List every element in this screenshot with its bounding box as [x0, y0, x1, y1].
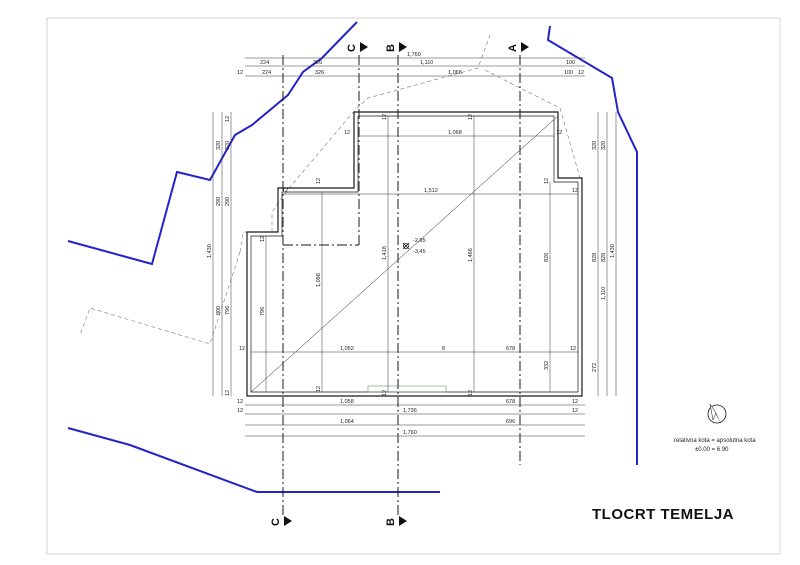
dim-v1098-12a: 12: [316, 178, 322, 184]
dim-top1-d: 100: [566, 60, 575, 66]
axis-lines: [282, 55, 521, 516]
dim-bot3-a: 1,064: [340, 419, 354, 425]
dim-left-outer: 1,430: [207, 244, 213, 258]
dim-bot1-c: 678: [506, 399, 515, 405]
axis-markers: [284, 42, 529, 526]
level-bottom: -3,45: [413, 249, 426, 255]
dim-v332: 332: [544, 361, 550, 370]
dim-left-c-12: 12: [260, 236, 266, 242]
axis-marker-b-top: [399, 42, 407, 52]
dim-v1466-12a: 12: [468, 114, 474, 120]
dim-right-a-2: 828: [592, 253, 598, 262]
dim-left-12-top: 12: [225, 116, 231, 122]
diagonal-line: [250, 115, 559, 393]
note-line-2: ±0.00 = 6.90: [695, 447, 729, 453]
dim-row-a: 1,052: [340, 346, 354, 352]
boundary-left: [67, 21, 358, 266]
axis-label-c-top: C: [346, 44, 358, 52]
dim-top1-a: 224: [260, 60, 269, 66]
foundation-outline: [246, 111, 583, 397]
dim-row-12a: 12: [239, 346, 245, 352]
dim-v1418-12b: 12: [382, 390, 388, 396]
dim-right-b-3: 1,110: [601, 287, 607, 300]
dim-inner-mid-12b: 12: [572, 188, 578, 194]
dim-inner-top-12a: 12: [344, 130, 350, 136]
dashed-outline-west: [79, 251, 241, 345]
dim-row-b: 8: [442, 346, 445, 352]
dim-top2-c: 326: [315, 70, 324, 76]
dim-bot4: 1,760: [403, 430, 417, 436]
boundary-right: [546, 25, 638, 465]
dim-right-a-1: 320: [592, 141, 598, 150]
dim-inner-top: 1,068: [448, 130, 462, 136]
dim-top-total: 1,760: [407, 52, 421, 58]
dim-top1-c: 1,110: [420, 60, 433, 66]
dimension-lines: [212, 57, 617, 437]
dim-inner-mid: 1,512: [424, 188, 438, 194]
dim-left-b-2: 290: [225, 197, 231, 206]
note-line-1: relativna kota = apsolutna kota: [674, 438, 756, 444]
dim-right-outer: 1,430: [610, 244, 616, 258]
dim-top2-e: 100: [564, 70, 573, 76]
dim-left-a-2: 290: [216, 197, 222, 206]
dim-left-b-3: 796: [225, 306, 231, 315]
dim-left-a-3: 800: [216, 306, 222, 315]
dim-bot1-d: 12: [572, 399, 578, 405]
dim-row-12b: 12: [570, 346, 576, 352]
dim-inner-top-12b: 12: [556, 130, 562, 136]
drawing-title: TLOCRT TEMELJA: [592, 506, 734, 523]
axis-label-c-bottom: C: [270, 518, 282, 526]
sheet-frame: [46, 17, 781, 555]
dim-v826-12: 12: [544, 178, 550, 184]
foundation-strip: [367, 385, 447, 393]
level-top: -2,95: [413, 238, 426, 244]
dim-v826: 826: [544, 253, 550, 262]
dim-v1466: 1,466: [468, 248, 474, 262]
dashed-outline: [79, 34, 581, 345]
axis-label-b-top: B: [385, 44, 397, 52]
dim-right-b-2: 828: [601, 253, 607, 262]
dim-left-12-bottom: 12: [225, 390, 231, 396]
axis-label-a-top: A: [507, 44, 519, 52]
dim-right-a-3: 272: [592, 363, 598, 372]
dim-top2-f: 12: [578, 70, 584, 76]
dim-bot2-12a: 12: [237, 408, 243, 414]
north-arrow-icon: [707, 403, 727, 424]
dim-v1466-12b: 12: [468, 390, 474, 396]
dim-right-b-1: 320: [601, 141, 607, 150]
dim-top2-d: 1,068: [448, 70, 462, 76]
axis-marker-b-bottom: [399, 516, 407, 526]
dim-v1418-12a: 12: [382, 114, 388, 120]
dim-bot1-b: 1,058: [340, 399, 354, 405]
axis-label-b-bottom: B: [385, 518, 397, 526]
dim-v1098-12b: 12: [316, 386, 322, 392]
dim-bot1-a: 12: [237, 399, 243, 405]
axis-marker-c-bottom: [284, 516, 292, 526]
axis-marker-c-top: [360, 42, 368, 52]
dim-top2-b: 224: [262, 70, 271, 76]
dim-v1418: 1,418: [382, 246, 388, 260]
outer-wall: [246, 111, 583, 397]
boundary-bottom: [67, 427, 440, 493]
dim-row-c: 678: [506, 346, 515, 352]
dim-bot3-b: 696: [506, 419, 515, 425]
dim-left-a-1: 320: [216, 141, 222, 150]
plot-boundary: [67, 21, 638, 493]
dim-left-b-1: 320: [225, 141, 231, 150]
dim-left-c: 796: [260, 307, 266, 316]
dim-v1098: 1,098: [316, 273, 322, 287]
dim-top2-a: 12: [237, 70, 243, 76]
dim-bot2-12b: 12: [572, 408, 578, 414]
dashed-outline-top: [484, 69, 581, 179]
dim-inner-mid-12a: 12: [282, 188, 288, 194]
axis-marker-a-top: [521, 42, 529, 52]
level-marker: [402, 242, 410, 250]
dim-bot2: 1,736: [403, 408, 417, 414]
dim-top1-b: 326: [313, 60, 322, 66]
